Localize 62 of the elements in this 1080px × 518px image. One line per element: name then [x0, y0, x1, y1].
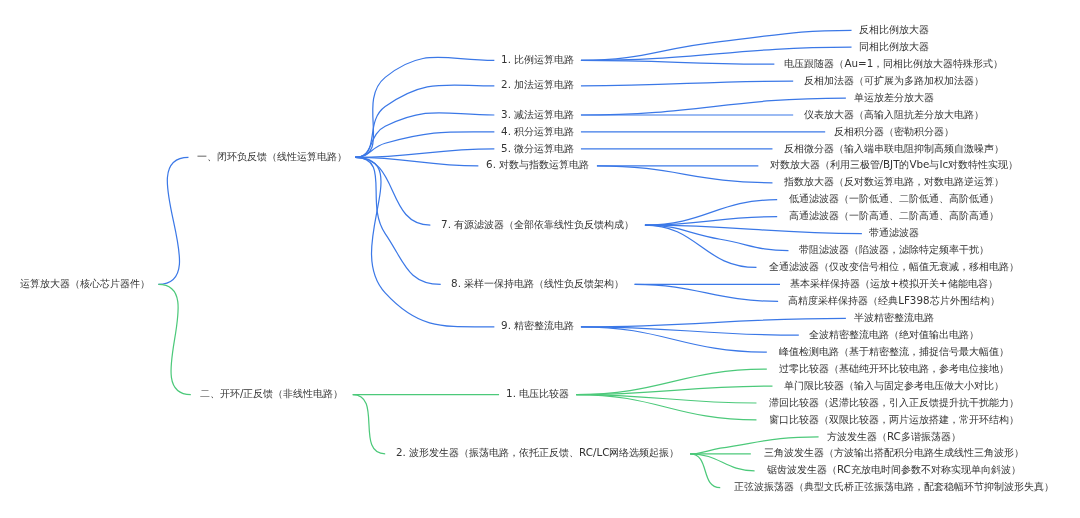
- node-text: 6. 对数与指数运算电路: [486, 158, 590, 171]
- node-text: 仪表放大器（高输入阻抗差分放大电路）: [803, 107, 984, 120]
- node-text: 过零比较器（基础纯开环比较电路，参考电位接地）: [778, 361, 1009, 374]
- connector: [354, 131, 495, 158]
- node-text: 峰值检测电路（基于精密整流，捕捉信号最大幅值）: [778, 344, 1009, 357]
- connector: [354, 84, 495, 158]
- connector: [580, 114, 794, 116]
- node-text: 方波发生器（RC多谐振荡器）: [826, 429, 961, 442]
- node-text: 带通滤波器: [868, 226, 919, 239]
- node-text: 二、开环/正反馈（非线性电路）: [200, 387, 344, 400]
- node-text: 半波精密整流电路: [853, 310, 934, 323]
- node-text: 锯齿波发生器（RC充放电时间参数不对称实现单向斜波）: [766, 463, 1021, 476]
- connector: [354, 112, 495, 158]
- connector: [580, 80, 794, 87]
- node-text: 全波精密整流电路（绝对值输出电路）: [808, 327, 979, 340]
- node-text: 运算放大器（核心芯片器件）: [20, 277, 151, 290]
- node-text: 9. 精密整流电路: [501, 319, 575, 332]
- node-text: 2. 加法运算电路: [501, 78, 575, 91]
- connector: [352, 393, 386, 455]
- node-text: 同相比例放大器: [858, 39, 929, 52]
- connector: [354, 156, 495, 328]
- node-text: 1. 电压比较器: [506, 387, 570, 400]
- connector: [644, 224, 758, 269]
- node-text: 三角波发生器（方波输出搭配积分电路生成线性三角波形）: [763, 446, 1024, 459]
- node-text: 2. 波形发生器（振荡电路，依托正反馈、RC/LC网络选频起振）: [395, 446, 680, 459]
- node-text: 单运放差分放大器: [853, 90, 934, 103]
- node-text: 低通滤波器（一阶低通、二阶低通、高阶低通）: [788, 192, 999, 205]
- node-text: 带阻滤波器（陷波器，滤除特定频率干扰）: [798, 243, 989, 256]
- connector: [580, 97, 847, 116]
- node-text: 基本采样保持器（运放+模拟开关+储能电容）: [790, 277, 998, 290]
- node-text: 一、闭环负反馈（线性运算电路）: [196, 149, 347, 162]
- node-text: 全通滤波器（仅改变信号相位，幅值无衰减，移相电路）: [768, 260, 1019, 273]
- connector: [634, 283, 779, 302]
- node-text: 反相加法器（可扩展为多路加权加法器）: [803, 73, 984, 86]
- connector: [580, 326, 768, 353]
- connector: [580, 148, 774, 150]
- node-text: 窗口比较器（双限比较器，两片运放搭建，常开环结构）: [768, 412, 1019, 425]
- connector: [689, 453, 721, 489]
- node-text: 7. 有源滤波器（全部依靠线性负反馈构成）: [441, 217, 635, 230]
- node-text: 反相微分器（输入端串联电阻抑制高频自激噪声）: [783, 141, 1004, 154]
- node-text: 5. 微分运算电路: [501, 141, 575, 154]
- node-text: 指数放大器（反对数运算电路，对数电路逆运算）: [783, 175, 1004, 188]
- node-text: 对数放大器（利用三极管/BJT的Vbe与Ic对数特性实现）: [769, 158, 1019, 171]
- connector: [580, 59, 775, 65]
- node-text: 高通滤波器（一阶高通、二阶高通、高阶高通）: [788, 209, 999, 222]
- node-text: 反相比例放大器: [858, 22, 929, 35]
- connector: [575, 393, 758, 421]
- connector: [644, 224, 790, 252]
- connector: [157, 283, 192, 396]
- connector: [596, 165, 774, 184]
- node-text: 高精度采样保持器（经典LF398芯片外围结构）: [788, 293, 1000, 306]
- node-text: 单门限比较器（输入与固定参考电压做大小对比）: [783, 378, 1004, 391]
- node-text: 滞回比较器（迟滞比较器，引入正反馈提升抗干扰能力）: [768, 395, 1019, 408]
- node-text: 正弦波振荡器（典型文氏桥正弦振荡电路，配套稳幅环节抑制波形失真）: [733, 480, 1054, 493]
- node-text: 8. 采样一保持电路（线性负反馈架构）: [451, 277, 625, 290]
- connector: [354, 56, 495, 158]
- node-text: 3. 减法运算电路: [501, 107, 575, 120]
- node-text: 反相积分器（密勒积分器）: [833, 124, 954, 137]
- node-text: 电压跟随器（Au=1，同相比例放大器特殊形式）: [784, 56, 1004, 69]
- connector: [580, 131, 826, 133]
- node-text: 4. 积分运算电路: [501, 124, 575, 137]
- node-text: 1. 比例运算电路: [501, 53, 575, 66]
